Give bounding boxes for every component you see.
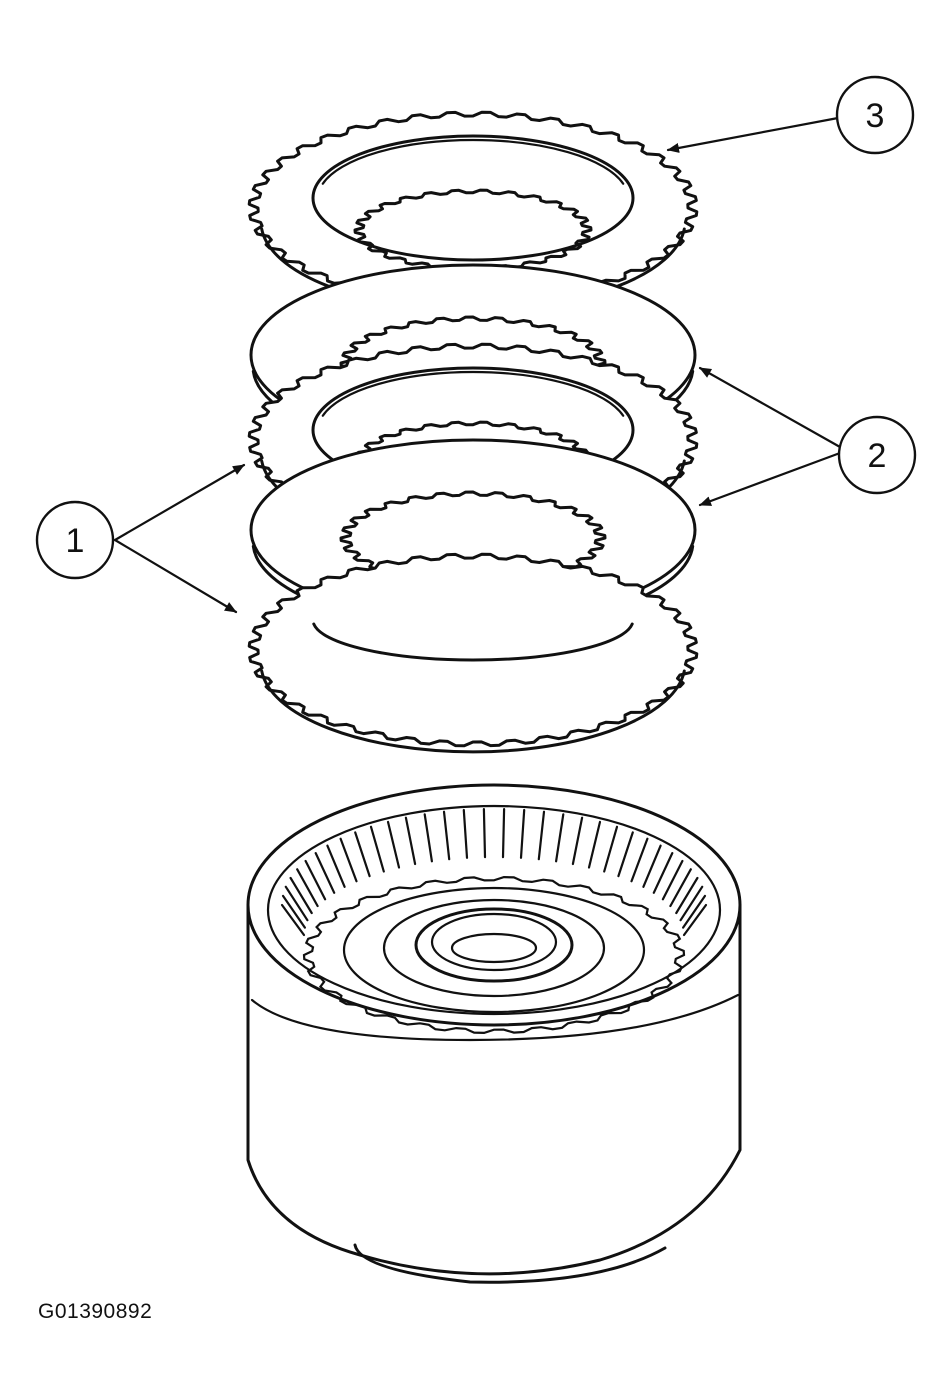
clutch-plate-stack: [247, 110, 699, 754]
leader-arrows: [113, 116, 842, 614]
figure-id: G01390892: [38, 1300, 153, 1323]
leader-1-lower: [113, 538, 238, 614]
callout-1: 1: [35, 500, 115, 580]
friction-plate-top: [247, 110, 699, 312]
leader-1-upper: [113, 463, 246, 542]
friction-plate-bottom: [247, 552, 699, 754]
callout-3: 3: [835, 75, 915, 155]
leader-2-upper: [698, 366, 842, 449]
callout-1-label: 1: [66, 522, 85, 560]
clutch-drum: [246, 783, 742, 1284]
callout-2-label: 2: [868, 437, 887, 475]
leader-3: [666, 116, 840, 153]
leader-2-lower: [698, 451, 842, 507]
callout-2: 2: [837, 415, 917, 495]
callout-3-label: 3: [866, 97, 885, 135]
